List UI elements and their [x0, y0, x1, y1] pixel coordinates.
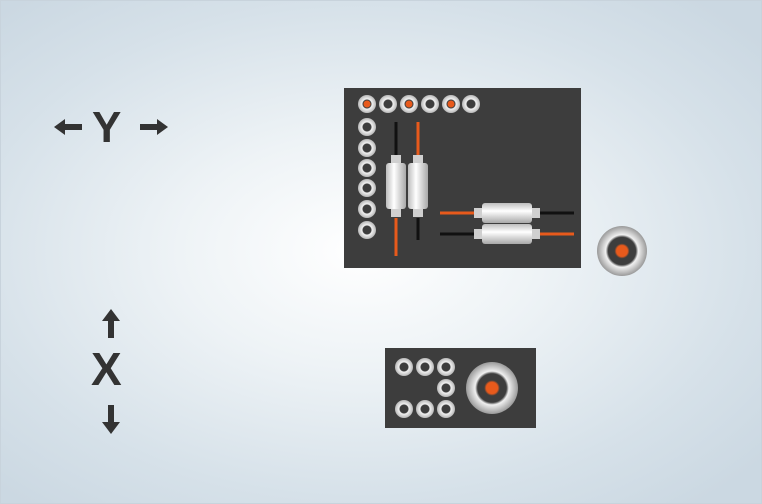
arrow-right-icon: [140, 119, 168, 135]
small-board-pads: [395, 358, 455, 418]
x-axis-label: X: [91, 343, 122, 395]
left-pad-column: [358, 118, 376, 239]
arrow-up-icon: [102, 309, 120, 338]
horizontal-component-bottom: [440, 224, 574, 244]
top-pad-row: [358, 95, 480, 113]
vertical-component-right: [408, 122, 428, 240]
vertical-component-left: [386, 122, 406, 256]
y-axis-label: Y: [92, 103, 122, 152]
horizontal-component-top: [440, 203, 574, 223]
arrow-left-icon: [54, 119, 82, 135]
arrow-down-icon: [102, 405, 120, 434]
